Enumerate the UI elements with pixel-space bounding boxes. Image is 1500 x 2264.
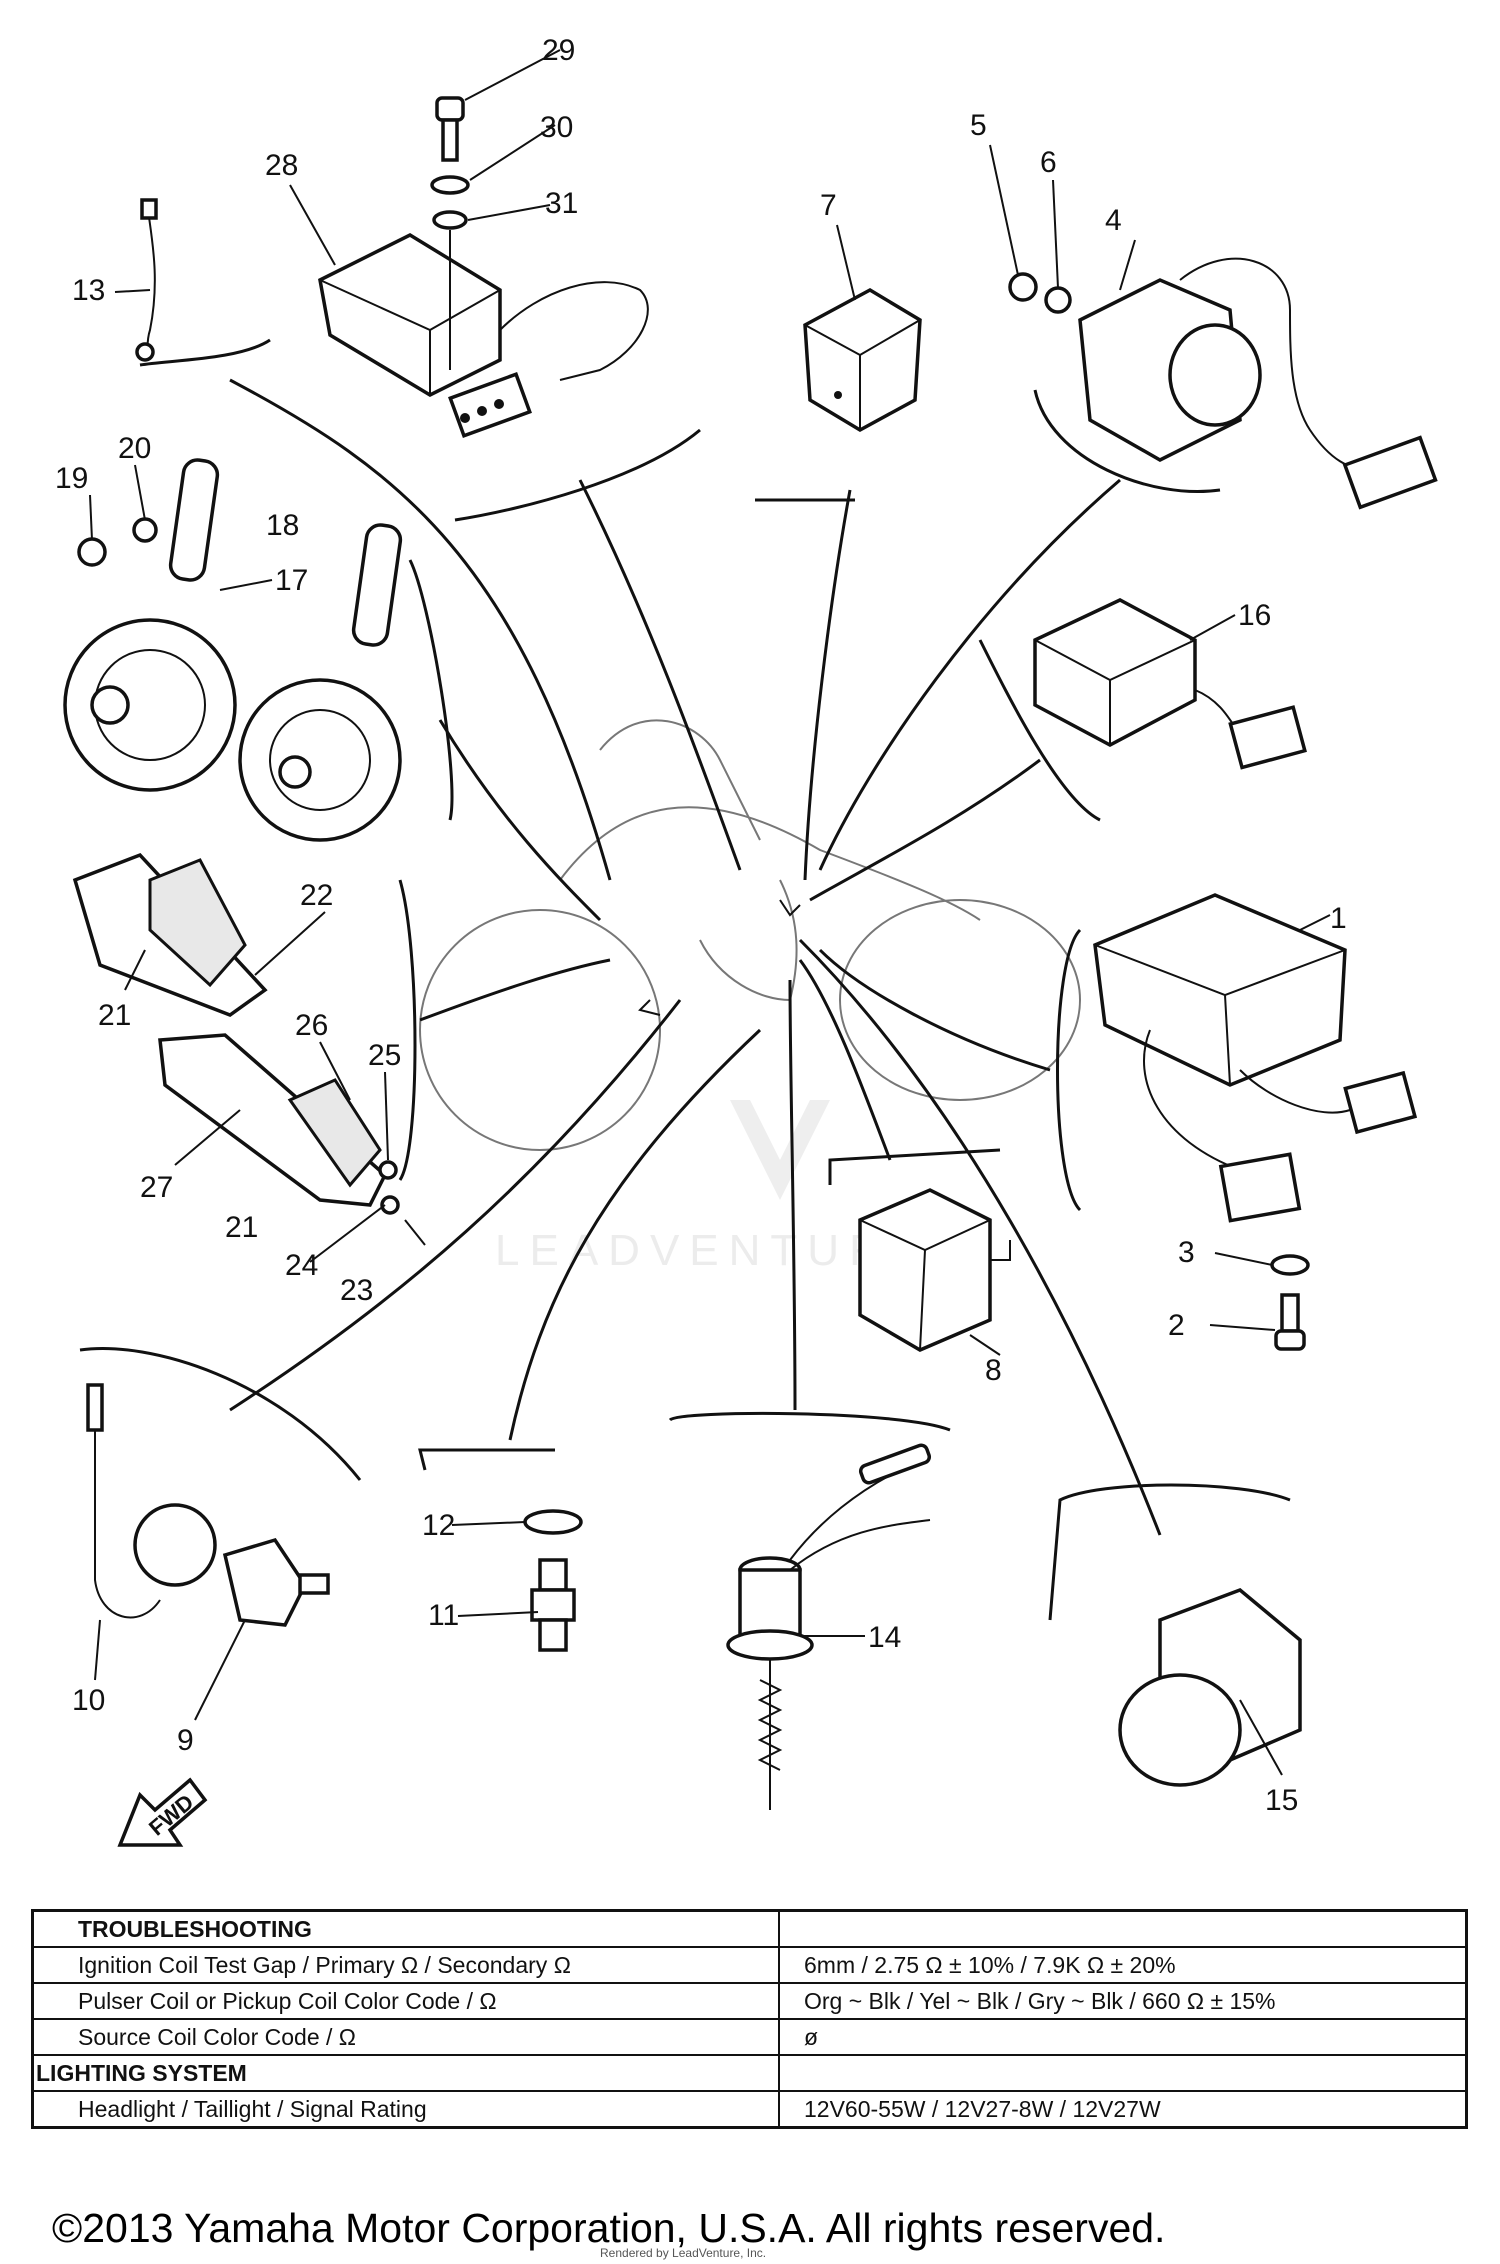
part-18-horn <box>238 523 403 842</box>
callout-14: 14 <box>868 1621 901 1654</box>
table-row: Source Coil Color Code / Ω ø <box>31 2018 1468 2056</box>
callout-3: 3 <box>1178 1236 1195 1269</box>
callout-27: 27 <box>140 1171 173 1204</box>
callout-18: 18 <box>266 509 299 542</box>
row-label: Pulser Coil or Pickup Coil Color Code / … <box>31 1982 780 2020</box>
frame-outline <box>419 719 1081 1151</box>
callout-9: 9 <box>177 1724 194 1757</box>
callout-25: 25 <box>368 1039 401 1072</box>
callout-6: 6 <box>1040 146 1057 179</box>
row-value: 12V60-55W / 12V27-8W / 12V27W <box>778 2090 1468 2129</box>
callout-13: 13 <box>72 274 105 307</box>
copyright-text: ©2013 Yamaha Motor Corporation, U.S.A. A… <box>52 2205 1166 2251</box>
part-7-relay <box>803 287 922 433</box>
callout-11: 11 <box>428 1599 459 1632</box>
table-row: Ignition Coil Test Gap / Primary Ω / Sec… <box>31 1946 1468 1984</box>
row-label: Ignition Coil Test Gap / Primary Ω / Sec… <box>31 1946 780 1984</box>
callout-10: 10 <box>72 1684 105 1717</box>
callout-15: 15 <box>1265 1784 1298 1817</box>
part-29-31-fasteners <box>430 96 470 370</box>
row-value: ø <box>778 2018 1468 2056</box>
callout-labels: 1 2 3 4 5 6 7 8 9 10 11 12 13 14 15 16 1… <box>55 34 1347 1817</box>
watermark: LEADVENTURE <box>495 1100 930 1275</box>
part-2-3-fasteners <box>1270 1254 1310 1351</box>
section-title-lighting: LIGHTING SYSTEM <box>31 2054 780 2092</box>
part-17-horn <box>63 458 237 792</box>
callout-28: 28 <box>265 149 298 182</box>
part-19-20-fasteners <box>77 517 158 567</box>
part-8-relay <box>858 1188 1011 1352</box>
wiring-lines <box>229 378 1162 1536</box>
part-9-10-sensor <box>86 1383 330 1627</box>
brackets <box>79 338 1291 1621</box>
table-row: LIGHTING SYSTEM <box>31 2054 1468 2092</box>
table-row: Headlight / Taillight / Signal Rating 12… <box>31 2090 1468 2129</box>
part-23-27-switch <box>158 1033 426 1246</box>
callout-17: 17 <box>275 564 308 597</box>
part-15-flasher <box>1118 1588 1302 1787</box>
callout-19: 19 <box>55 462 88 495</box>
callout-21a: 21 <box>98 999 131 1032</box>
part-16-unit <box>1033 598 1307 770</box>
callout-21b: 21 <box>225 1211 258 1244</box>
part-14-switch <box>726 1443 932 1810</box>
part-4-component <box>1008 257 1438 510</box>
row-value: Org ~ Blk / Yel ~ Blk / Gry ~ Blk / 660 … <box>778 1982 1468 2020</box>
watermark-text: LEADVENTURE <box>495 1226 930 1275</box>
callout-8: 8 <box>985 1354 1002 1387</box>
row-value: 6mm / 2.75 Ω ± 10% / 7.9K Ω ± 20% <box>778 1946 1468 1984</box>
part-13-wire <box>135 198 158 362</box>
rendered-by-text: Rendered by LeadVenture, Inc. <box>600 2246 767 2260</box>
callout-5: 5 <box>970 109 987 142</box>
callout-26: 26 <box>295 1009 328 1042</box>
callout-1: 1 <box>1330 902 1347 935</box>
spec-table: TROUBLESHOOTING Ignition Coil Test Gap /… <box>31 1909 1468 2129</box>
callout-30: 30 <box>540 111 573 144</box>
part-11-12-spark-plug <box>523 1509 583 1652</box>
part-28-control-unit <box>318 233 649 439</box>
table-row: TROUBLESHOOTING <box>31 1909 1468 1948</box>
callout-31: 31 <box>545 187 578 220</box>
direction-arrow: FWD <box>117 1777 208 1847</box>
row-label: Source Coil Color Code / Ω <box>31 2018 780 2056</box>
callout-24: 24 <box>285 1249 318 1282</box>
row-label: Headlight / Taillight / Signal Rating <box>31 2090 780 2129</box>
callout-2: 2 <box>1168 1309 1185 1342</box>
callout-leaders <box>89 49 1331 1776</box>
callout-22: 22 <box>300 879 333 912</box>
table-row: Pulser Coil or Pickup Coil Color Code / … <box>31 1982 1468 2020</box>
callout-23: 23 <box>340 1274 373 1307</box>
callout-12: 12 <box>422 1509 455 1542</box>
callout-7: 7 <box>820 189 837 222</box>
part-1-cdi-unit <box>1093 893 1418 1223</box>
callout-20: 20 <box>118 432 151 465</box>
part-21-22-switch <box>72 852 268 1017</box>
section-title-troubleshooting: TROUBLESHOOTING <box>31 1909 780 1948</box>
callout-4: 4 <box>1105 204 1122 237</box>
parts-diagram: LEADVENTURE <box>55 34 1438 1847</box>
callout-16: 16 <box>1238 599 1271 632</box>
